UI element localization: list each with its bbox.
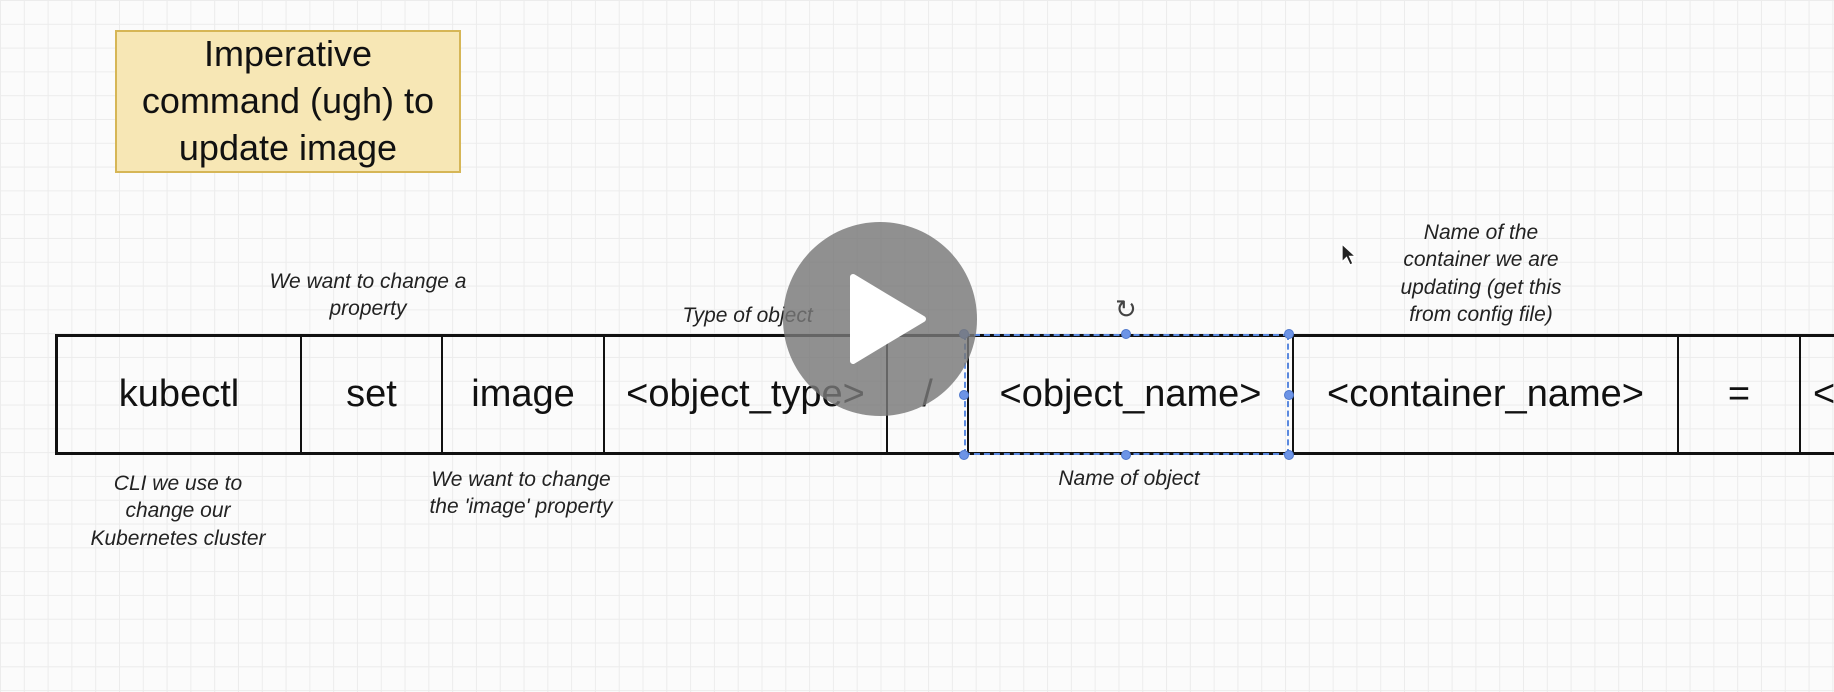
cell-kubectl[interactable]: kubectl — [58, 337, 302, 452]
resize-handle-bottom-left[interactable] — [959, 450, 969, 460]
resize-handle-top-right[interactable] — [1284, 329, 1294, 339]
cell-object-name[interactable]: <object_name> — [969, 337, 1294, 452]
note-text: Imperative command (ugh) to update image — [141, 33, 435, 168]
caption-type-of-object[interactable]: Type of object — [682, 304, 813, 327]
cell-truncated[interactable]: < — [1813, 373, 1834, 415]
resize-handle-bottom-right[interactable] — [1284, 450, 1294, 460]
play-icon — [850, 274, 926, 364]
resize-handle-top[interactable] — [1121, 329, 1131, 339]
caption-name-of-object[interactable]: Name of object — [1058, 467, 1200, 490]
rotate-handle-icon[interactable]: ↻ — [1115, 294, 1137, 324]
caption-image-property[interactable]: We want to change the 'image' property — [429, 468, 613, 519]
cell-image[interactable]: image — [443, 337, 605, 452]
play-button[interactable] — [783, 222, 977, 416]
note-imperative-command[interactable]: Imperative command (ugh) to update image — [115, 30, 461, 173]
resize-handle-bottom[interactable] — [1121, 450, 1131, 460]
caption-kubectl[interactable]: CLI we use to change our Kubernetes clus… — [90, 472, 266, 550]
caption-change-property[interactable]: We want to change a property — [269, 270, 467, 321]
command-strip: kubectl set image <object_type> / <objec… — [55, 334, 1834, 455]
mouse-pointer-icon — [1341, 242, 1358, 272]
caption-container-name[interactable]: Name of the container we are updating (g… — [1400, 221, 1562, 326]
cell-set[interactable]: set — [302, 337, 443, 452]
resize-handle-right[interactable] — [1284, 390, 1294, 400]
resize-handle-left[interactable] — [959, 390, 969, 400]
cell-container-name[interactable]: <container_name> — [1294, 337, 1679, 452]
cell-equals[interactable]: = — [1679, 337, 1801, 452]
